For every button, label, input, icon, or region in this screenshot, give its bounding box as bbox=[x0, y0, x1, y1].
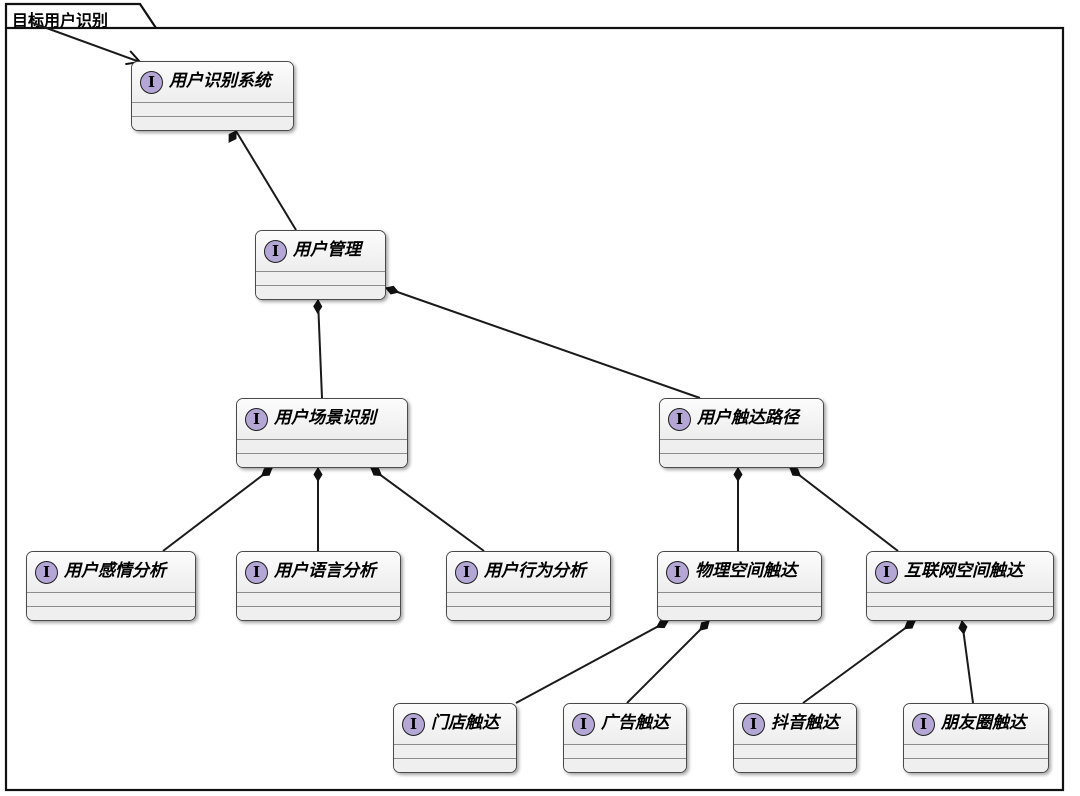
interface-icon: I bbox=[402, 712, 425, 736]
interface-icon: I bbox=[912, 712, 935, 736]
interface-box-user-sentiment-analysis[interactable]: I 用户感情分析 bbox=[26, 551, 196, 621]
interface-name: 朋友圈触达 bbox=[941, 713, 1026, 733]
interface-box-advertising-reach[interactable]: I 广告触达 bbox=[563, 703, 687, 773]
interface-box-physical-space-reach[interactable]: I 物理空间触达 bbox=[657, 551, 822, 621]
interface-header: I 用户场景识别 bbox=[237, 399, 407, 440]
interface-header: I 朋友圈触达 bbox=[904, 704, 1048, 745]
interface-attributes-compartment bbox=[237, 593, 400, 607]
interface-header: I 物理空间触达 bbox=[658, 552, 821, 593]
interface-box-user-behavior-analysis[interactable]: I 用户行为分析 bbox=[446, 551, 611, 621]
interface-box-user-recognition-system[interactable]: I 用户识别系统 bbox=[131, 61, 294, 131]
interface-icon: I bbox=[264, 239, 287, 263]
interface-operations-compartment bbox=[904, 759, 1048, 772]
package-label: 目标用户识别 bbox=[12, 11, 109, 30]
interface-box-moments-reach[interactable]: I 朋友圈触达 bbox=[903, 703, 1049, 773]
interface-attributes-compartment bbox=[904, 745, 1048, 759]
interface-icon: I bbox=[245, 407, 268, 431]
interface-icon: I bbox=[572, 712, 595, 736]
interface-box-store-reach[interactable]: I 门店触达 bbox=[393, 703, 517, 773]
interface-attributes-compartment bbox=[867, 593, 1053, 607]
interface-operations-compartment bbox=[237, 607, 400, 620]
interface-operations-compartment bbox=[867, 607, 1053, 620]
interface-header: I 用户行为分析 bbox=[447, 552, 610, 593]
interface-header: I 广告触达 bbox=[564, 704, 686, 745]
interface-header: I 用户管理 bbox=[256, 231, 385, 272]
interface-attributes-compartment bbox=[27, 593, 195, 607]
interface-operations-compartment bbox=[394, 759, 516, 772]
interface-box-douyin-reach[interactable]: I 抖音触达 bbox=[733, 703, 857, 773]
interface-name: 门店触达 bbox=[431, 713, 499, 733]
package-body bbox=[4, 26, 1065, 792]
interface-icon: I bbox=[455, 560, 478, 584]
interface-header: I 抖音触达 bbox=[734, 704, 856, 745]
interface-operations-compartment bbox=[447, 607, 610, 620]
interface-icon: I bbox=[875, 560, 898, 584]
interface-name: 抖音触达 bbox=[771, 713, 839, 733]
interface-operations-compartment bbox=[564, 759, 686, 772]
interface-name: 用户管理 bbox=[293, 240, 361, 260]
interface-attributes-compartment bbox=[237, 440, 407, 454]
interface-operations-compartment bbox=[256, 286, 385, 299]
interface-operations-compartment bbox=[27, 607, 195, 620]
interface-box-user-scenario-recognition[interactable]: I 用户场景识别 bbox=[236, 398, 408, 468]
interface-header: I 互联网空间触达 bbox=[867, 552, 1053, 593]
interface-attributes-compartment bbox=[660, 440, 823, 454]
interface-icon: I bbox=[245, 560, 268, 584]
interface-box-user-management[interactable]: I 用户管理 bbox=[255, 230, 386, 300]
interface-operations-compartment bbox=[132, 117, 293, 130]
interface-icon: I bbox=[742, 712, 765, 736]
interface-operations-compartment bbox=[237, 454, 407, 467]
interface-attributes-compartment bbox=[447, 593, 610, 607]
interface-attributes-compartment bbox=[132, 103, 293, 117]
interface-attributes-compartment bbox=[564, 745, 686, 759]
interface-icon: I bbox=[668, 407, 691, 431]
interface-name: 用户识别系统 bbox=[169, 71, 271, 91]
interface-attributes-compartment bbox=[658, 593, 821, 607]
interface-box-internet-space-reach[interactable]: I 互联网空间触达 bbox=[866, 551, 1054, 621]
interface-operations-compartment bbox=[660, 454, 823, 467]
interface-name: 互联网空间触达 bbox=[904, 561, 1023, 581]
interface-header: I 用户识别系统 bbox=[132, 62, 293, 103]
interface-name: 物理空间触达 bbox=[695, 561, 797, 581]
interface-header: I 用户语言分析 bbox=[237, 552, 400, 593]
interface-header: I 门店触达 bbox=[394, 704, 516, 745]
interface-name: 用户行为分析 bbox=[484, 561, 586, 581]
interface-name: 用户语言分析 bbox=[274, 561, 376, 581]
interface-name: 用户触达路径 bbox=[697, 408, 799, 428]
interface-icon: I bbox=[140, 70, 163, 94]
interface-name: 用户感情分析 bbox=[64, 561, 166, 581]
interface-attributes-compartment bbox=[734, 745, 856, 759]
interface-icon: I bbox=[666, 560, 689, 584]
interface-name: 用户场景识别 bbox=[274, 408, 376, 428]
interface-name: 广告触达 bbox=[601, 713, 669, 733]
interface-box-user-reach-path[interactable]: I 用户触达路径 bbox=[659, 398, 824, 468]
interface-operations-compartment bbox=[734, 759, 856, 772]
interface-attributes-compartment bbox=[394, 745, 516, 759]
interface-icon: I bbox=[35, 560, 58, 584]
interface-header: I 用户感情分析 bbox=[27, 552, 195, 593]
interface-attributes-compartment bbox=[256, 272, 385, 286]
interface-operations-compartment bbox=[658, 607, 821, 620]
interface-header: I 用户触达路径 bbox=[660, 399, 823, 440]
interface-box-user-language-analysis[interactable]: I 用户语言分析 bbox=[236, 551, 401, 621]
